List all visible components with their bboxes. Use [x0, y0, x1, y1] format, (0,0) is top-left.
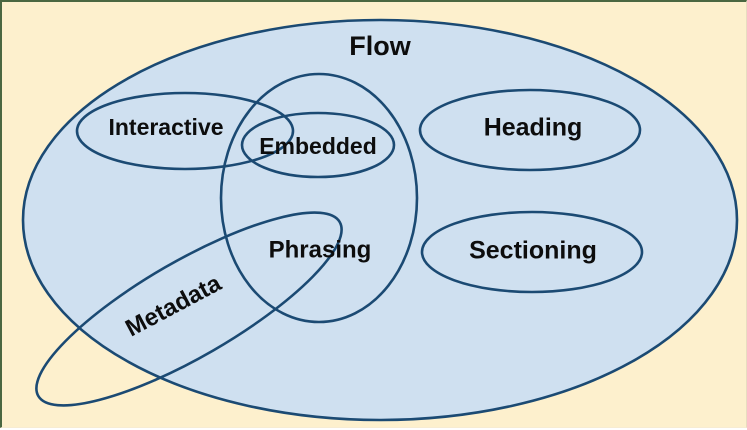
set-label-flow: Flow	[349, 31, 411, 61]
set-label-phrasing: Phrasing	[269, 236, 372, 263]
set-label-embedded: Embedded	[259, 133, 377, 159]
set-ellipse-sectioning[interactable]	[420, 210, 644, 294]
set-ellipse-flow[interactable]	[21, 18, 739, 422]
set-ellipse-interactive[interactable]	[75, 91, 295, 171]
set-ellipse-phrasing[interactable]	[219, 72, 419, 324]
set-ellipse-metadata[interactable]	[14, 180, 363, 430]
set-label-interactive: Interactive	[108, 114, 223, 140]
set-ellipse-embedded[interactable]	[240, 111, 396, 179]
set-ellipse-heading[interactable]	[418, 88, 642, 172]
set-label-sectioning: Sectioning	[469, 237, 597, 265]
set-label-heading: Heading	[484, 114, 583, 142]
